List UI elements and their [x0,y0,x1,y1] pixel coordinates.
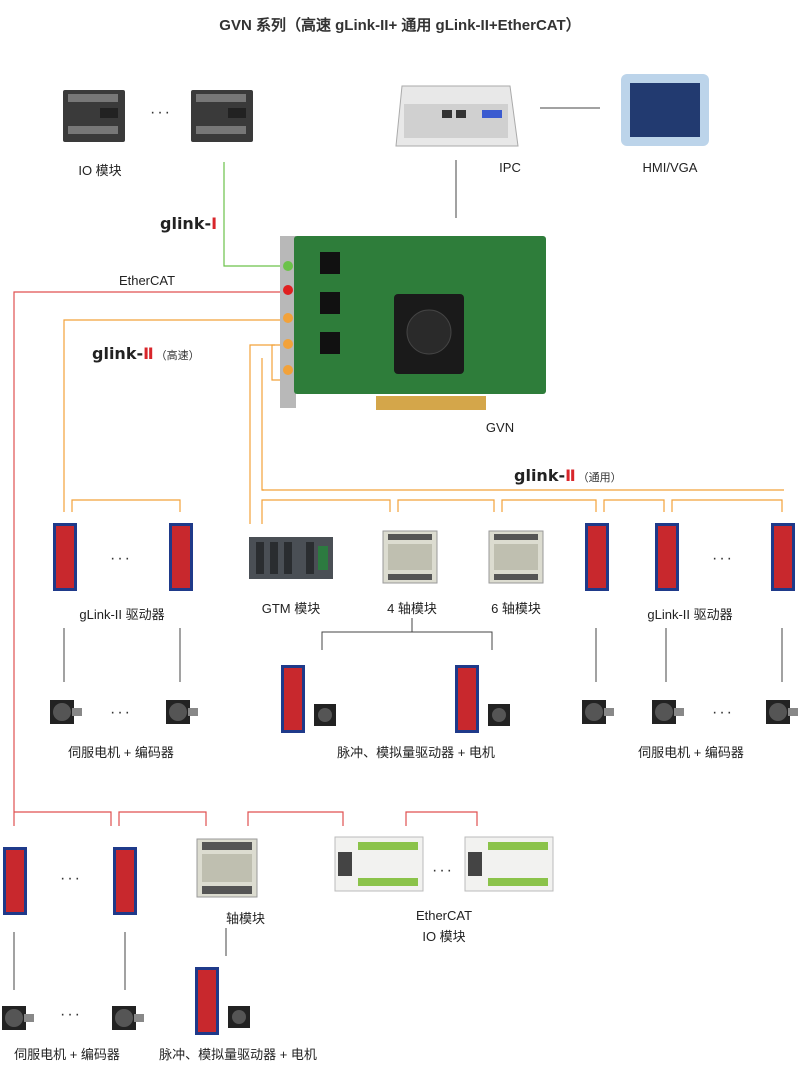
io-module-ellipsis: ··· [150,104,172,121]
glink-driver-right-2 [654,522,680,597]
servo-motor-right-2 [650,694,686,735]
glink-driver-left-2 [168,522,194,597]
ipc-device [392,76,522,161]
servo-motor-right-3 [764,694,800,735]
io-module-label: IO 模块 [78,163,122,178]
servo-bottom-label: 伺服电机 + 编码器 [14,1047,120,1062]
axis-module-bottom-label: 轴模块 [226,911,266,926]
axis6-module-label: 6 轴模块 [491,601,541,616]
glink2-general-logo: glink-Ⅱ（通用） [514,466,622,485]
servo-motor-bottom-2 [110,1000,146,1041]
hmi-label: HMI/VGA [642,160,698,175]
pulse-driver-1 [280,664,350,739]
servo-motor-left-1 [48,694,84,735]
servo-motor-bottom-1 [0,1000,36,1041]
glink2-fast-logo: glink-Ⅱ（高速） [92,344,200,363]
ipc-label: IPC [499,160,521,175]
servo-right-ellipsis: ··· [712,704,734,721]
driver-left-ellipsis: ··· [110,550,132,567]
hmi-monitor [620,72,710,153]
ethercat-io-module-1 [334,836,424,897]
servo-motor-right-1 [580,694,616,735]
servo-left-label: 伺服电机 + 编码器 [68,745,174,760]
gtm-module-label: GTM 模块 [261,601,321,616]
glink-driver-left-1 [52,522,78,597]
pulse-center-label: 脉冲、模拟量驱动器 + 电机 [337,745,495,760]
driver-right-ellipsis: ··· [712,550,734,567]
ethercat-driver-1 [2,846,28,921]
gvn-board [276,232,548,417]
pulse-driver-bottom [194,966,264,1041]
ethercat-io-label-line2: IO 模块 [422,929,466,944]
ethercat-label: EtherCAT [118,273,176,288]
ethercat-io-module-2 [464,836,554,897]
gtm-module [248,536,334,585]
axis4-module-label: 4 轴模块 [387,601,437,616]
glink-driver-left-label: gLink-II 驱动器 [79,607,165,622]
gvn-label: GVN [485,420,515,435]
servo-left-ellipsis: ··· [110,704,132,721]
ethercat-io-ellipsis: ··· [432,862,454,879]
glink1-logo: glink-Ⅰ [160,214,218,233]
ethercat-driver-2 [112,846,138,921]
ethercat-driver-ellipsis: ··· [60,870,82,887]
pulse-bottom-label: 脉冲、模拟量驱动器 + 电机 [159,1047,317,1062]
glink-driver-right-1 [584,522,610,597]
axis6-module [488,530,544,589]
page-title: GVN 系列（高速 gLink-II+ 通用 gLink-II+EtherCAT… [219,17,581,34]
glink-driver-right-label: gLink-II 驱动器 [647,607,733,622]
axis4-module [382,530,438,589]
servo-right-label: 伺服电机 + 编码器 [638,745,744,760]
glink-driver-right-3 [770,522,796,597]
servo-motor-left-2 [164,694,200,735]
ethercat-io-label-line1: EtherCAT [415,908,473,923]
servo-bottom-ellipsis: ··· [60,1006,82,1023]
pulse-driver-2 [454,664,524,739]
io-module-1 [62,86,126,149]
io-module-2 [190,86,254,149]
ethercat-axis-module [196,838,258,903]
